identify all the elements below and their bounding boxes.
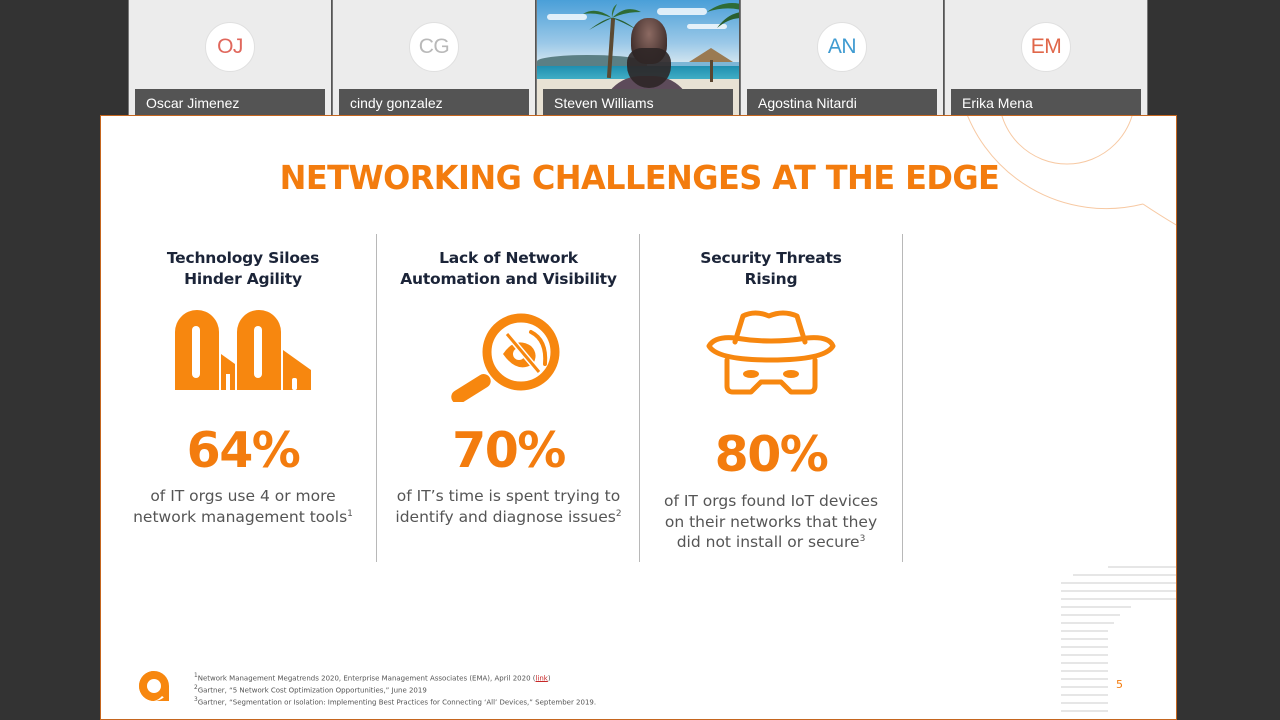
stat-description: of IT orgs found IoT devices on their ne…	[640, 491, 902, 553]
description-line: identify and diagnose issues2	[395, 507, 622, 526]
stat-value: 80%	[714, 426, 829, 483]
avatar: OJ	[205, 22, 255, 72]
footnote: 1Network Management Megatrends 2020, Ent…	[194, 673, 551, 683]
heading-line: Technology Siloes	[166, 249, 320, 267]
stat-description: of IT’s time is spent trying to identify…	[377, 486, 640, 527]
description-line: of IT orgs found IoT devices	[663, 492, 879, 510]
participant-strip: OJ Oscar Jimenez CG cindy gonzalez	[128, 0, 1149, 115]
challenge-column-siloes: Technology Siloes Hinder Agility 64%	[111, 234, 375, 562]
participant-tile-cindy-gonzalez[interactable]: CG cindy gonzalez	[332, 0, 536, 115]
participant-name: Oscar Jimenez	[135, 89, 325, 115]
participant-name: Agostina Nitardi	[747, 89, 937, 115]
avatar: AN	[817, 22, 867, 72]
slide-title: NETWORKING CHALLENGES AT THE EDGE	[279, 158, 1000, 197]
description-line: did not install or secure3	[676, 533, 866, 551]
shared-slide: NETWORKING CHALLENGES AT THE EDGE Techno…	[100, 115, 1177, 720]
stat-description: of IT orgs use 4 or more network managem…	[111, 486, 375, 527]
column-heading: Technology Siloes Hinder Agility	[111, 248, 375, 290]
participant-tile-steven-williams[interactable]: Steven Williams	[536, 0, 740, 115]
footnote: 2Gartner, “5 Network Cost Optimization O…	[194, 684, 427, 695]
challenge-column-security: Security Threats Rising 80% of IT orgs f…	[639, 234, 903, 562]
column-heading: Security Threats Rising	[640, 248, 902, 290]
description-line: on their networks that they	[664, 512, 878, 531]
footnote-ref: 2	[615, 508, 622, 519]
footnote-link[interactable]: link	[535, 674, 548, 683]
heading-line: Security Threats	[700, 249, 842, 267]
description-line: of IT’s time is spent trying to	[396, 487, 621, 505]
participant-tile-agostina-nitardi[interactable]: AN Agostina Nitardi	[740, 0, 944, 115]
company-logo-icon	[139, 671, 169, 701]
avatar: CG	[409, 22, 459, 72]
description-line: of IT orgs use 4 or more	[150, 487, 336, 505]
participant-name: cindy gonzalez	[339, 89, 529, 115]
participant-name: Erika Mena	[951, 89, 1141, 115]
slide-footnotes: 1Network Management Megatrends 2020, Ent…	[194, 672, 596, 707]
heading-line: Lack of Network	[439, 249, 578, 267]
participant-tile-erika-mena[interactable]: EM Erika Mena	[944, 0, 1148, 115]
masked-hat-spy-icon	[706, 310, 836, 395]
challenge-column-visibility: Lack of Network Automation and Visibilit…	[376, 234, 640, 562]
slide-page-number: 5	[1116, 678, 1123, 691]
avatar: EM	[1021, 22, 1071, 72]
decorative-document-lines	[1061, 566, 1176, 719]
column-heading: Lack of Network Automation and Visibilit…	[377, 248, 640, 290]
footnote-ref: 3	[859, 534, 866, 544]
magnifier-hidden-eye-icon	[450, 313, 559, 402]
footnote-ref: 1	[347, 508, 353, 519]
stat-value: 70%	[452, 422, 566, 479]
participant-tile-oscar-jimenez[interactable]: OJ Oscar Jimenez	[128, 0, 332, 115]
heading-line: Automation and Visibility	[400, 270, 617, 288]
silo-buildings-icon	[175, 310, 311, 390]
participant-name: Steven Williams	[543, 89, 733, 115]
stat-value: 64%	[186, 422, 301, 479]
footnote: 3Gartner, “Segmentation or Isolation: Im…	[194, 696, 597, 706]
heading-line: Rising	[744, 270, 798, 288]
description-line: network management tools1	[133, 507, 353, 526]
heading-line: Hinder Agility	[184, 270, 302, 288]
